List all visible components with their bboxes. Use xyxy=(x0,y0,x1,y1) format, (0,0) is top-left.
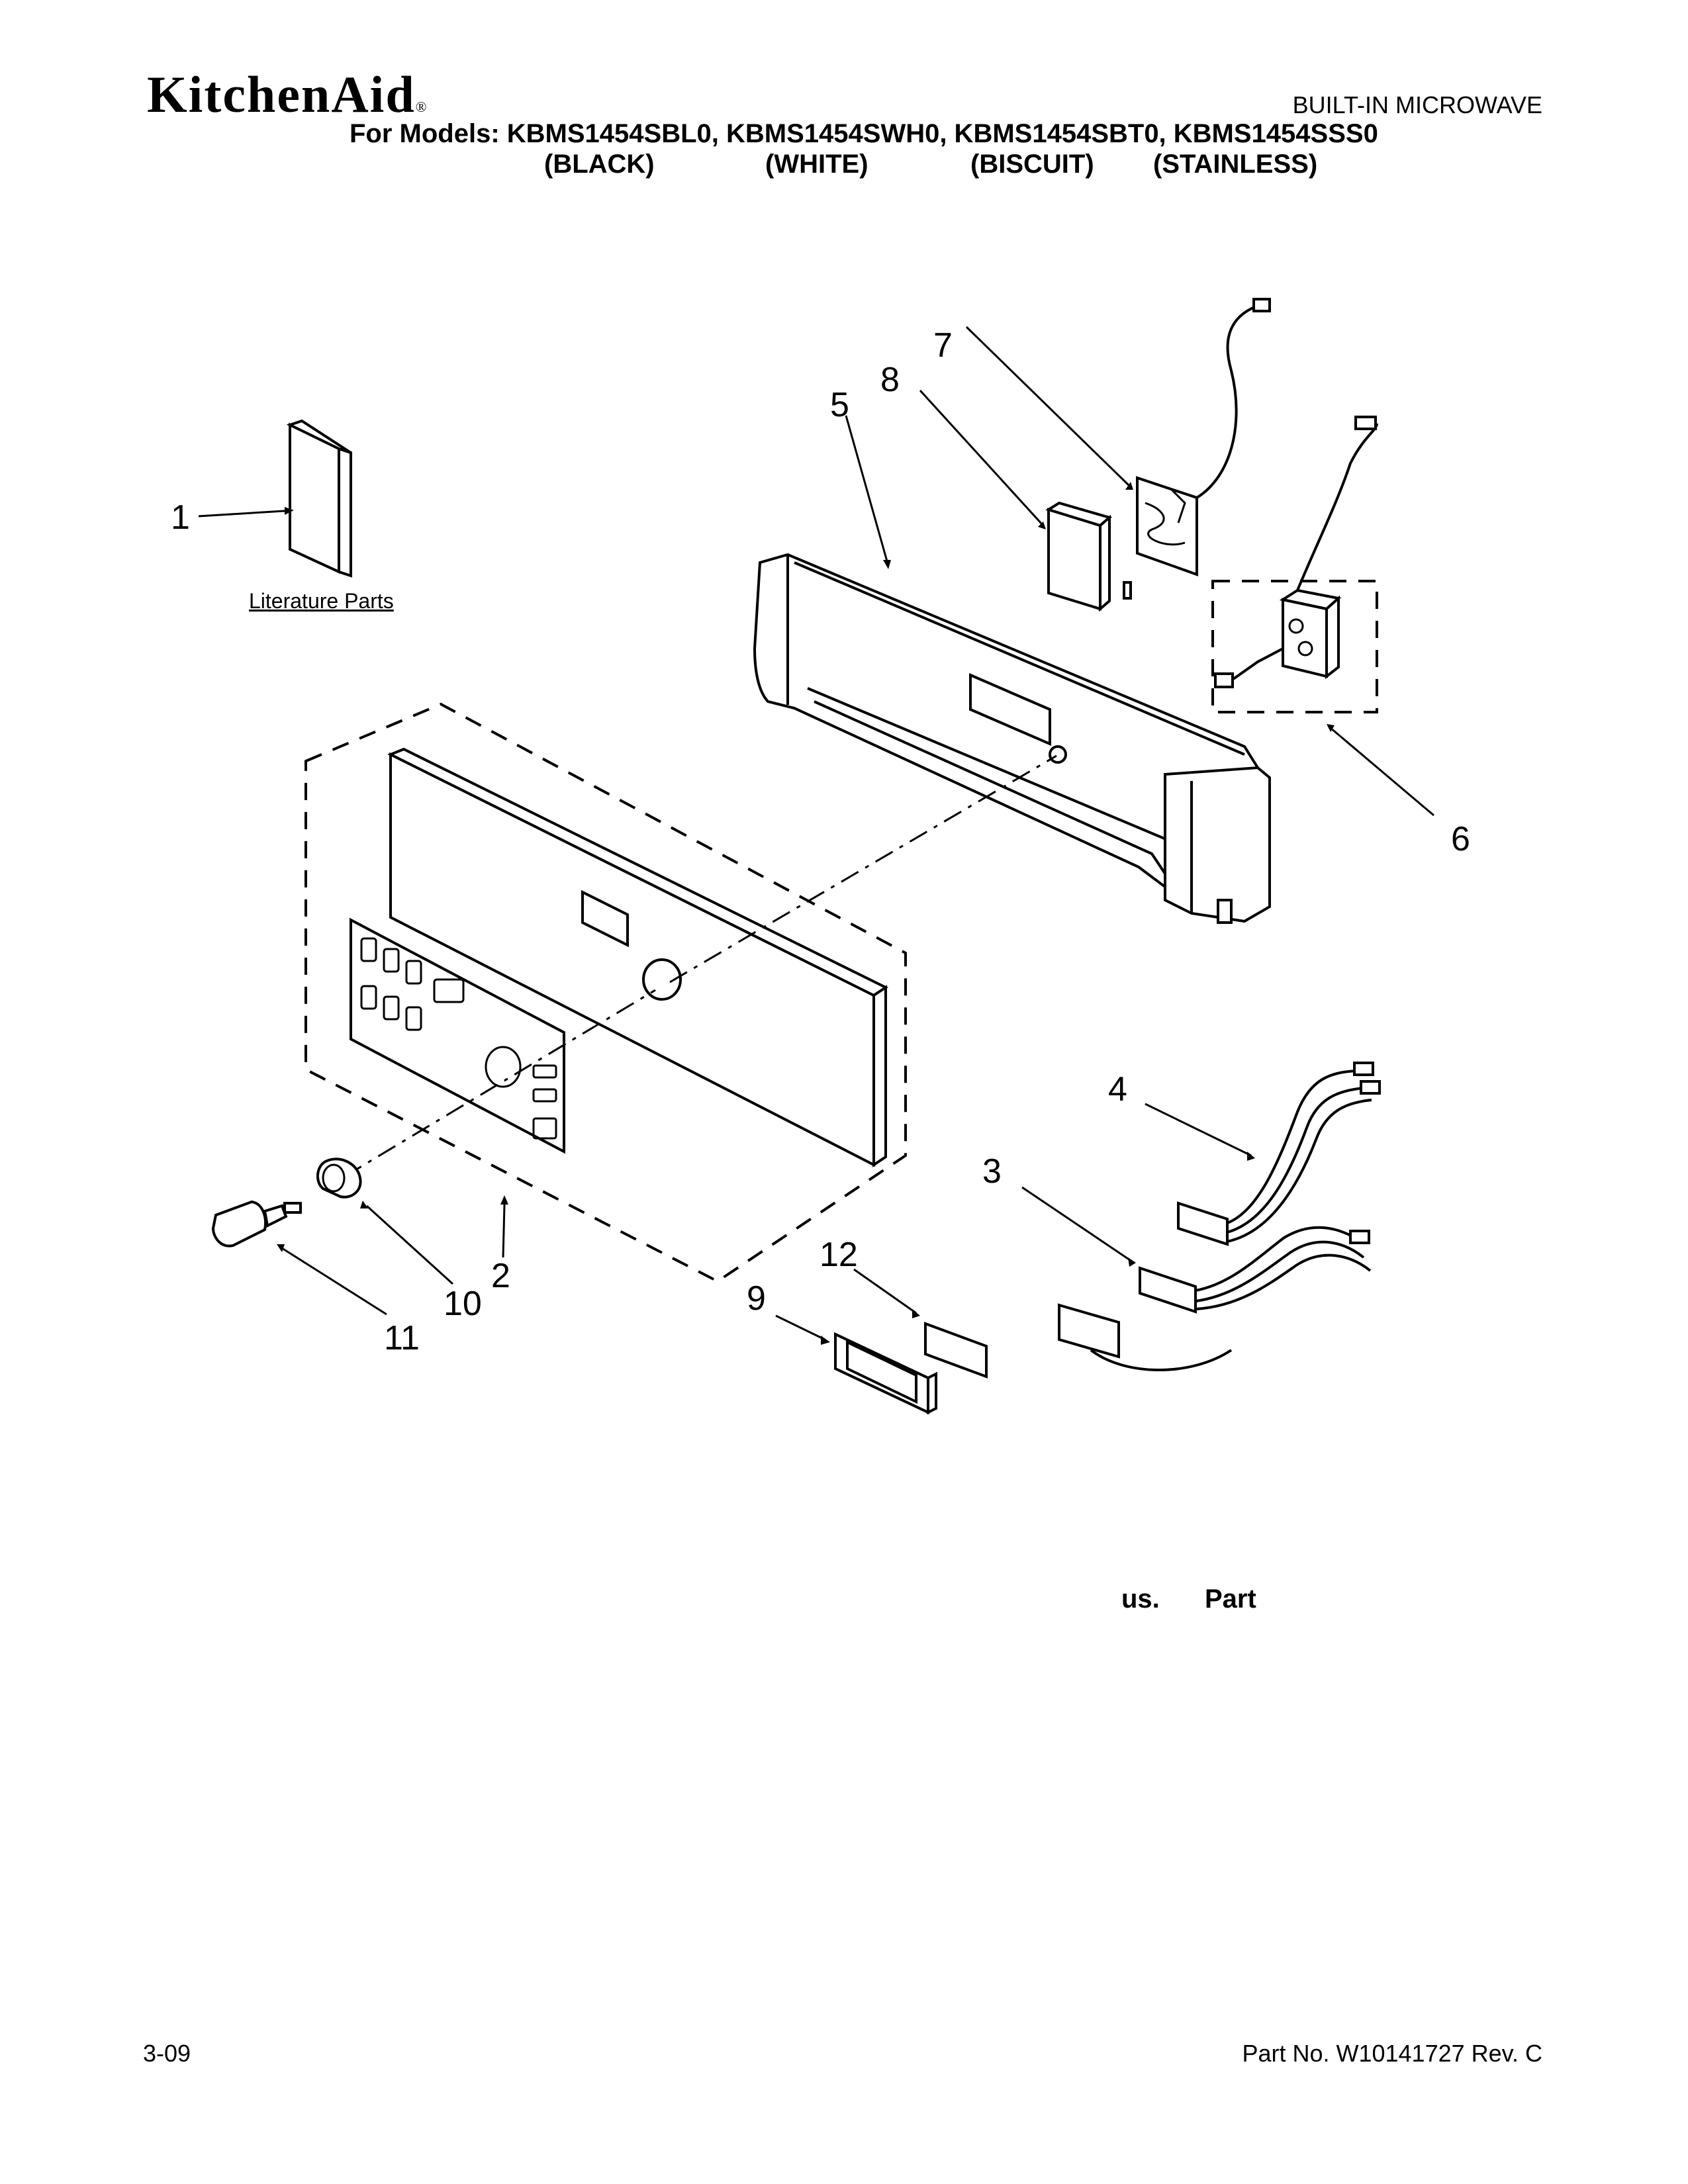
part-number: Part No. W10141727 Rev. C xyxy=(1242,2040,1542,2067)
centerline-knob xyxy=(669,754,1057,983)
brand-logo: KitchenAid® xyxy=(147,69,428,120)
leader-line-8 xyxy=(919,389,1043,525)
display-lens xyxy=(924,1322,988,1379)
leader-line-2 xyxy=(502,1204,506,1258)
knob-ring xyxy=(316,1158,362,1199)
control-board-cover xyxy=(1045,501,1132,612)
callout-7: 7 xyxy=(933,326,953,365)
leader-line-3 xyxy=(1021,1186,1133,1263)
literature-parts-label: Literature Parts xyxy=(249,589,394,613)
model-color-biscuit: (BISCUIT) xyxy=(970,150,1094,179)
registered-mark: ® xyxy=(415,99,428,115)
relay-assembly-group xyxy=(1211,416,1378,713)
leader-line-7 xyxy=(965,326,1131,487)
callout-5: 5 xyxy=(830,386,849,424)
brand-name: KitchenAid xyxy=(147,66,416,123)
control-panel-assembly-group xyxy=(305,702,907,1283)
model-color-white: (WHITE) xyxy=(765,150,868,179)
leader-line-12 xyxy=(853,1268,917,1314)
leader-line-4 xyxy=(1145,1103,1252,1157)
leader-line-10 xyxy=(365,1205,454,1285)
callout-11: 11 xyxy=(384,1319,420,1357)
control-panel-frame xyxy=(753,553,1271,924)
callout-10: 10 xyxy=(444,1285,482,1323)
model-color-stainless: (STAINLESS) xyxy=(1153,150,1318,179)
document-type: BUILT-IN MICROWAVE xyxy=(1292,91,1542,118)
ribbon-harness xyxy=(1177,1062,1381,1246)
callout-3: 3 xyxy=(982,1152,1002,1191)
literature-booklet xyxy=(286,419,352,578)
legend-text-right: Part xyxy=(1205,1584,1256,1614)
revision-date: 3-09 xyxy=(143,2040,191,2067)
callout-8: 8 xyxy=(880,361,900,399)
display-window-gasket xyxy=(834,1332,937,1415)
connector-harness xyxy=(1058,1226,1372,1371)
leader-line-9 xyxy=(775,1314,825,1341)
control-circuit-board xyxy=(1136,298,1271,576)
callout-6: 6 xyxy=(1451,820,1470,858)
model-color-black: (BLACK) xyxy=(544,150,655,179)
leader-line-5 xyxy=(845,415,888,562)
callout-4: 4 xyxy=(1108,1070,1127,1109)
leader-line-1 xyxy=(198,510,285,518)
leader-line-11 xyxy=(281,1247,387,1316)
knob-shaft xyxy=(211,1200,302,1248)
models-line: For Models: KBMS1454SBL0, KBMS1454SWH0, … xyxy=(350,119,1378,148)
callout-2: 2 xyxy=(491,1257,510,1295)
legend-text-left: us. xyxy=(1121,1584,1160,1614)
callout-9: 9 xyxy=(747,1279,766,1318)
callout-12: 12 xyxy=(820,1236,858,1274)
callout-1: 1 xyxy=(171,498,190,537)
leader-line-6 xyxy=(1330,727,1434,817)
